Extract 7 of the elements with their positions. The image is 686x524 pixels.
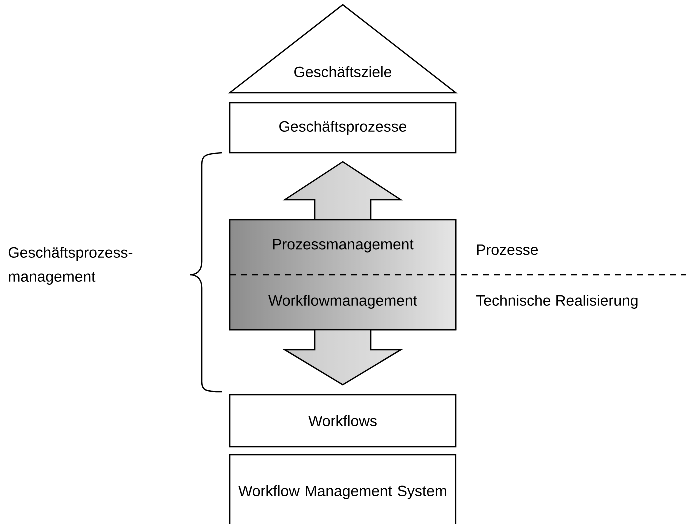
side-label: Geschäftsprozess-management xyxy=(8,247,133,285)
layer-box: Workflows xyxy=(229,394,457,448)
layer-label: Prozesse xyxy=(477,244,538,256)
layer-box: Workflow Management System xyxy=(229,454,457,524)
double-arrow-block: Prozessmanagement Workflowmanagement xyxy=(229,161,457,386)
layer-box: Geschäftsprozesse xyxy=(229,102,457,154)
layer-label: Technische Realisierung xyxy=(476,295,638,309)
